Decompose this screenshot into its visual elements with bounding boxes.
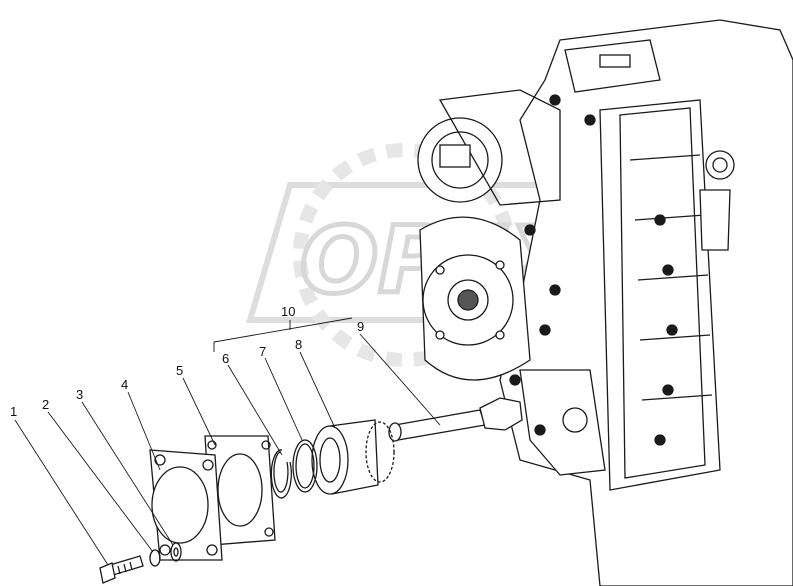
callout-4: 4: [121, 377, 129, 392]
snap-ring: [270, 449, 292, 499]
leader-8: [299, 351, 336, 429]
flat-washer: [170, 542, 182, 562]
cover: [149, 449, 223, 561]
leader-10-bracket: [213, 317, 353, 352]
bearing: [311, 419, 395, 495]
leader-9: [359, 333, 441, 426]
leader-7: [264, 357, 303, 441]
bolt: [99, 555, 144, 584]
callout-8: 8: [295, 337, 303, 352]
callout-10: 10: [281, 304, 296, 319]
callout-5: 5: [176, 363, 184, 378]
leader-6: [227, 364, 283, 456]
callout-6: 6: [222, 351, 230, 366]
lock-washer: [149, 549, 161, 567]
gearbox-housing: [417, 19, 793, 586]
callout-9: 9: [357, 319, 365, 334]
leader-2: [47, 411, 154, 553]
retaining-ring: [292, 439, 318, 493]
callout-7: 7: [259, 344, 267, 359]
shaft: [388, 397, 523, 442]
callout-1: 1: [10, 404, 18, 419]
leader-1: [14, 419, 109, 566]
leader-lines: [14, 317, 441, 566]
callout-2: 2: [42, 397, 50, 412]
leader-4: [127, 391, 161, 471]
callout-3: 3: [76, 387, 84, 402]
leader-5: [182, 377, 216, 446]
leader-3: [81, 401, 174, 546]
